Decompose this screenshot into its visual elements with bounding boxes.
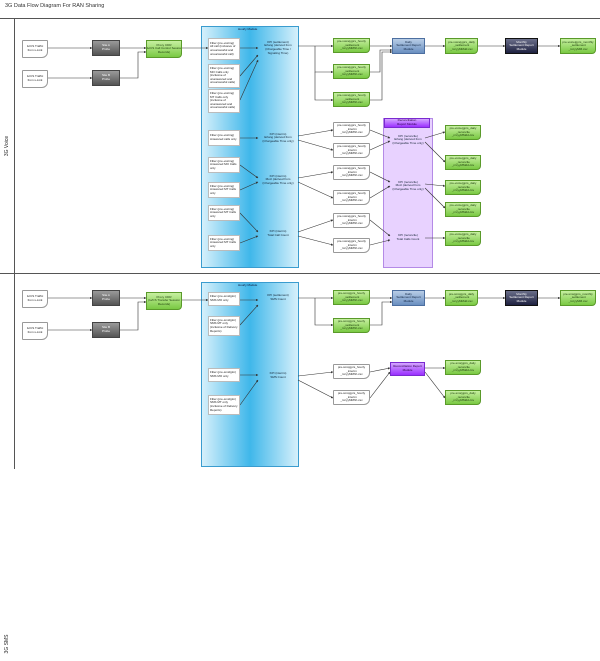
sms-hourly-title: Hourly Module <box>238 283 258 287</box>
lane-sms-label: 3G SMS <box>4 634 10 654</box>
flow-arrows <box>48 44 561 406</box>
voice-probe-b: Site B Probe <box>92 70 120 86</box>
voice-hourly-settlement-3: pre-voice|gprs_hourly _settlement _rccyy… <box>333 92 370 107</box>
lane-sms <box>0 273 600 470</box>
sms-filter-2: Filter (pre-smsfgtm) SMS MT only (inclus… <box>208 316 240 336</box>
voice-filter-2: Filter (pre-voicing) MO Calls only (incl… <box>208 64 240 88</box>
voice-hourly-interim-5: pre-voice|gprs_hourly _interim _rccyyMMh… <box>333 213 370 228</box>
voice-daily-settlement: pre-voice|gprs_daily _settlement _rccyyM… <box>445 38 478 54</box>
sms-traffic-b: Iu/CS Traffic from s-Link <box>22 322 48 340</box>
sms-traffic-a: Iu/CS Traffic from s-Link <box>22 290 48 308</box>
voice-hourly-settlement-2: pre-voice|gprs_hourly _settlement _rccyy… <box>333 64 370 79</box>
sms-monthly-settlement: pre-sms|gprs_monthly _settlement _rccyyM… <box>560 290 596 306</box>
sms-kpi-interim: KPI (interim) SMS Count <box>269 371 287 379</box>
sms-recon-module: Reconciliation Report Module <box>390 362 425 376</box>
sms-hourly-interim-1: pre-sms|gprs_hourly _interim _rccyyMMhh.… <box>333 364 370 379</box>
voice-hourly-interim-6: pre-voice|gprs_hourly _interim _rccyyMMh… <box>333 238 370 253</box>
voice-kpi-mou: KPI (interim) MoU (derived from (Chargea… <box>262 173 294 185</box>
voice-filter-3: Filter (pre-voicing) MT Calls only (incl… <box>208 89 240 113</box>
voice-kpi-erlang: KPI (interim) Erlang (derived from (Char… <box>262 131 294 143</box>
voice-probe-a: Site A Probe <box>92 40 120 56</box>
voice-monthly-report-module: Monthly Settlement Report Module <box>505 38 538 54</box>
sms-filter-3: Filter (pre-smsfgtm) SMS MO only <box>208 368 240 382</box>
voice-filter-6: Filter (pre-voicing) Answered MT Calls o… <box>208 182 240 198</box>
voice-monthly-settlement: pre-voice|gprs_monthly _settlement _rccy… <box>560 38 596 54</box>
voice-traffic-b: Iu/CS Traffic from s-Link <box>22 70 48 88</box>
voice-recon-kpi-erlang: KPI (reconcile) Erlang (derived from (Ch… <box>392 133 424 145</box>
voice-hourly-interim-3: pre-voice|gprs_hourly _interim _rccyyMMh… <box>333 165 370 180</box>
voice-hourly-interim-2: pre-voice|gprs_hourly _interim _rccyyMMh… <box>333 143 370 158</box>
sms-daily-settlement: pre-sms|gprs_daily _settlement _rccyyMMd… <box>445 290 478 306</box>
sms-hourly-interim-2: pre-sms|gprs_hourly _interim _rccyyMMhh.… <box>333 390 370 405</box>
sms-proxy-cdr: Proxy CDR (Iu/CS Transfer Session Record… <box>146 292 182 310</box>
sms-hourly-settlement-2: pre-sms|gprs_hourly _settlement _rccyyMM… <box>333 318 370 333</box>
lane-voice-label-box: 3G Voice <box>0 18 15 273</box>
voice-filter-1: Filter (pre-voicing) All call (inclusive… <box>208 38 240 60</box>
voice-filter-8: Filter (pre-voicing) Answered MT Calls o… <box>208 235 240 251</box>
sms-recon-out-1: pre-sms|gprs_daily _reconcile _rccyyMMdd… <box>445 360 481 375</box>
sms-filter-1: Filter (pre-smsfgtm) SMS MO only <box>208 292 240 306</box>
sms-filter-4: Filter (pre-smsfgtm) SMS MT only (inclus… <box>208 395 240 415</box>
voice-proxy-cdr: Proxy CDR (Iu/CS Call Control Session Re… <box>146 40 182 58</box>
voice-traffic-a: Iu/CS Traffic from s-Link <box>22 40 48 58</box>
lane-voice <box>0 18 600 274</box>
voice-hourly-settlement-1: pre-voice|gprs_hourly _settlement _rccyy… <box>333 38 370 53</box>
voice-recon-kpi-mou: KPI (reconcile) MoU (derived from (Charg… <box>392 179 424 191</box>
voice-filter-5: Filter (pre-voicing) Answered MO Calls o… <box>208 157 240 173</box>
voice-filter-4: Filter (pre-voicing) Answered calls only <box>208 130 240 146</box>
voice-filter-7: Filter (pre-voicing) Answered MT Calls o… <box>208 205 240 221</box>
voice-hourly-interim-4: pre-voice|gprs_hourly _interim _rccyyMMh… <box>333 190 370 205</box>
voice-recon-band <box>383 118 433 268</box>
voice-recon-title: Reconciliation Report Module <box>384 118 430 128</box>
sms-hourly-settlement-1: pre-sms|gprs_hourly _settlement _rccyyMM… <box>333 290 370 305</box>
sms-recon-out-2: pre-sms|gprs_daily _reconcile _rccyyMMdd… <box>445 390 481 405</box>
lane-sms-label-box: 3G SMS <box>0 273 15 653</box>
voice-kpi-callcount: KPI (interim) Total Call Count <box>267 229 289 237</box>
sms-daily-report-module: Daily Settlement Report Module <box>392 290 425 306</box>
voice-recon-out-2: pre-voice|gprs_daily _reconcile _rccyyMM… <box>445 155 481 170</box>
voice-hourly-title: Hourly Module <box>238 27 258 31</box>
voice-recon-out-4: pre-voice|gprs_daily _reconcile _rccyyMM… <box>445 202 481 217</box>
diagram-title: 3G Data Flow Diagram For RAN Sharing <box>5 3 105 9</box>
voice-recon-kpi-calls: KPI (reconcile) Total Calls Count <box>396 233 420 241</box>
voice-kpi-settlement: KPI (settlement) Erlang (derived from (C… <box>264 39 292 55</box>
sms-probe-b: Site B Probe <box>92 322 120 338</box>
sms-monthly-report-module: Monthly Settlement Report Module <box>505 290 538 306</box>
sms-kpi-settlement: KPI (settlement) SMS Count <box>267 293 289 301</box>
voice-hourly-interim-1: pre-voice|gprs_hourly _interim _rccyyMMh… <box>333 122 370 137</box>
sms-probe-a: Site A Probe <box>92 290 120 306</box>
voice-recon-out-5: pre-voice|gprs_daily _reconcile _rccyyMM… <box>445 231 481 246</box>
voice-recon-out-3: pre-voice|gprs_daily _reconcile _rccyyMM… <box>445 180 481 195</box>
voice-daily-report-module: Daily Settlement Report Module <box>392 38 425 54</box>
voice-recon-out-1: pre-voice|gprs_daily _reconcile _rccyyMM… <box>445 125 481 140</box>
diagram-canvas: 3G Data Flow Diagram For RAN Sharing 3G … <box>0 3 600 653</box>
